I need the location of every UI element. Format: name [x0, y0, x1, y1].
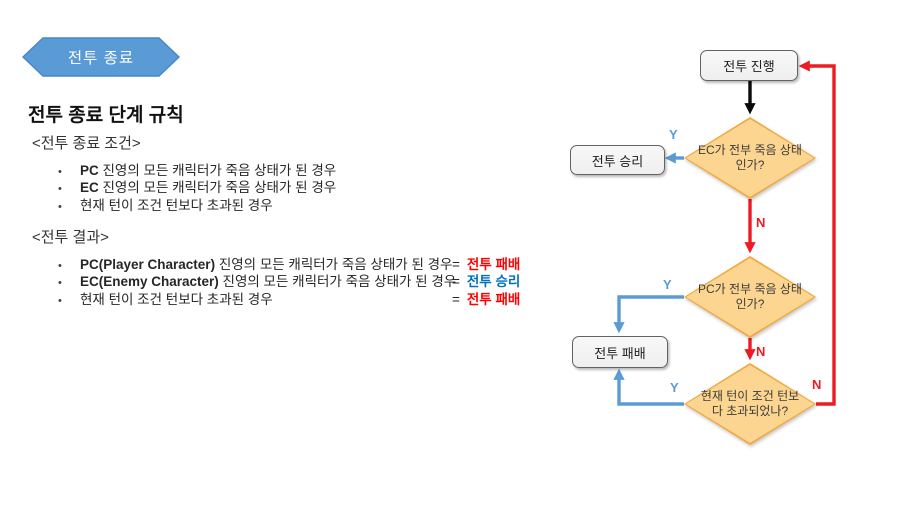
- decision-pc-all-dead: PC가 전부 죽음 상태 인가?: [684, 256, 816, 338]
- bullet-icon: •: [58, 200, 62, 213]
- decision-text-line1: EC가 전부 죽음 상태: [698, 143, 802, 157]
- result-body: 진영의 모든 캐릭터가 죽음 상태가 된 경우: [218, 274, 457, 290]
- result-term: EC(Enemy Character): [80, 274, 219, 290]
- bullet-icon: •: [58, 277, 62, 290]
- arrow-pc-check-yes-to-defeat: [613, 295, 684, 334]
- decision-text-line2: 인가?: [735, 297, 765, 311]
- edge-label-no: N: [756, 344, 766, 359]
- result-value-victory: 전투 승리: [466, 274, 521, 290]
- edge-label-no: N: [812, 377, 822, 392]
- decision-ec-all-dead: EC가 전부 죽음 상태 인가?: [684, 117, 816, 199]
- result-body: 현재 턴이 조건 턴보다 초과된 경우: [80, 291, 273, 307]
- node-label: 전투 승리: [591, 153, 644, 169]
- list-item: • PC(Player Character) 진영의 모든 캐릭터가 죽음 상태…: [58, 257, 520, 274]
- list-item: • EC 진영의 모든 캐릭터가 죽음 상태가 된 경우: [58, 180, 336, 197]
- decision-text-line1: PC가 전부 죽음 상태: [698, 282, 802, 296]
- bullet-icon: •: [58, 260, 62, 272]
- flowchart-connectors: [613, 60, 836, 406]
- equals-sign: =: [452, 257, 460, 272]
- node-battle-in-progress: 전투 진행: [700, 50, 798, 81]
- decision-text-line2: 다 초과되었나?: [711, 404, 789, 418]
- node-label: 전투 패배: [594, 345, 646, 361]
- list-item: • 현재 턴이 조건 턴보다 초과된 경우 = 전투 패배: [58, 292, 520, 309]
- edge-label-yes: Y: [663, 277, 672, 292]
- condition-text: EC 진영의 모든 캐릭터가 죽음 상태가 된 경우: [80, 180, 336, 196]
- conditions-list: • PC 진영의 모든 캐릭터가 죽음 상태가 된 경우 • EC 진영의 모든…: [32, 163, 336, 215]
- section-title: <전투 종료 조건>: [32, 135, 141, 152]
- condition-text: 현재 턴이 조건 턴보다 초과된 경우: [80, 198, 273, 214]
- condition-term: PC: [80, 163, 99, 178]
- list-item: • EC(Enemy Character) 진영의 모든 캐릭터가 죽음 상태가…: [58, 274, 520, 291]
- equals-sign: =: [452, 291, 460, 307]
- node-battle-victory: 전투 승리: [570, 145, 665, 175]
- banner-hexagon-shape: [22, 37, 180, 77]
- decision-text-line2: 인가?: [735, 158, 765, 172]
- result-condition: EC(Enemy Character) 진영의 모든 캐릭터가 죽음 상태가 된…: [80, 274, 456, 290]
- result-value-defeat: 전투 패배: [466, 257, 521, 272]
- result-condition: PC(Player Character) 진영의 모든 캐릭터가 죽음 상태가 …: [80, 257, 452, 273]
- edge-label-no: N: [756, 215, 766, 230]
- condition-body: 진영의 모든 캐릭터가 죽음 상태가 된 경우: [98, 180, 337, 196]
- node-label: 전투 진행: [723, 59, 775, 74]
- condition-body: 현재 턴이 조건 턴보다 초과된 경우: [80, 197, 273, 213]
- condition-text: PC 진영의 모든 캐릭터가 죽음 상태가 된 경우: [80, 163, 336, 179]
- result-term: PC(Player Character): [80, 257, 216, 272]
- banner-label: 전투 종료: [67, 50, 135, 67]
- section-title: <전투 결과>: [32, 229, 109, 246]
- banner-battle-end: 전투 종료: [22, 37, 180, 77]
- list-item: • PC 진영의 모든 캐릭터가 죽음 상태가 된 경우: [58, 163, 336, 180]
- equals-sign: =: [452, 274, 460, 290]
- result-body: 진영의 모든 캐릭터가 죽음 상태가 된 경우: [215, 257, 453, 272]
- bullet-icon: •: [58, 166, 62, 178]
- results-list: • PC(Player Character) 진영의 모든 캐릭터가 죽음 상태…: [32, 257, 520, 309]
- bullet-icon: •: [58, 294, 62, 307]
- decision-text-line1: 현재 턴이 조건 턴보: [700, 389, 800, 403]
- condition-term: EC: [80, 180, 99, 196]
- battle-end-flowchart: 전투 진행 전투 승리 전투 패배 EC가 전부 죽음 상태 인가? PC가 전…: [550, 30, 900, 470]
- bullet-icon: •: [58, 183, 62, 196]
- page-title: 전투 종료 단계 규칙: [28, 105, 184, 126]
- node-battle-defeat: 전투 패배: [572, 336, 668, 368]
- section-end-conditions: <전투 종료 조건> • PC 진영의 모든 캐릭터가 죽음 상태가 된 경우 …: [32, 132, 336, 215]
- arrow-turn-check-no-to-start: [798, 60, 836, 406]
- section-battle-results: <전투 결과> • PC(Player Character) 진영의 모든 캐릭…: [32, 226, 520, 309]
- result-value-defeat: 전투 패배: [466, 291, 521, 307]
- condition-body: 진영의 모든 캐릭터가 죽음 상태가 된 경우: [98, 163, 337, 178]
- edge-label-yes: Y: [669, 127, 678, 142]
- result-condition: 현재 턴이 조건 턴보다 초과된 경우: [80, 292, 452, 308]
- arrow-turn-check-yes-to-defeat: [613, 368, 684, 406]
- edge-label-yes: Y: [670, 380, 679, 395]
- list-item: • 현재 턴이 조건 턴보다 초과된 경우: [58, 198, 336, 215]
- decision-turn-exceeded: 현재 턴이 조건 턴보 다 초과되었나?: [684, 363, 816, 445]
